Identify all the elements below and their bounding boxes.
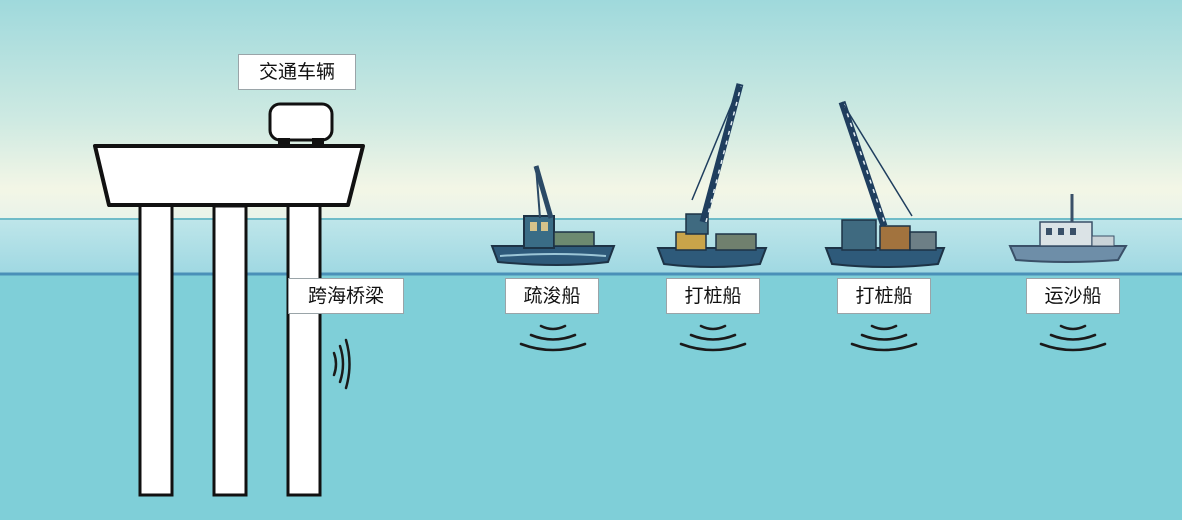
bridge-pier-1	[138, 201, 174, 497]
sand-carrier-ship-icon	[1008, 194, 1128, 263]
vehicle-label: 交通车辆	[238, 54, 356, 90]
sea	[0, 274, 1182, 520]
pile-driver-2-ship-icon	[824, 100, 946, 268]
bridge	[93, 144, 365, 497]
sand-carrier-label: 运沙船	[1026, 278, 1120, 314]
dredger-label: 疏浚船	[505, 278, 599, 314]
pile-driver-1-ship-icon	[656, 83, 768, 268]
pile-driver-1-sound-wave-icon	[679, 324, 747, 352]
sand-carrier-sound-wave-icon	[1039, 324, 1107, 352]
dredger-ship-icon	[490, 165, 616, 266]
pile-driver-2-label: 打桩船	[837, 278, 931, 314]
bridge-pier-2	[212, 204, 248, 497]
bridge-label: 跨海桥梁	[288, 278, 404, 314]
bridge-pier-3	[286, 203, 322, 497]
pile-driver-1-label: 打桩船	[666, 278, 760, 314]
dredger-sound-wave-icon	[519, 324, 587, 352]
bridge-sound-wave-icon	[332, 338, 351, 390]
vehicle-icon	[268, 102, 334, 144]
pile-driver-2-sound-wave-icon	[850, 324, 918, 352]
bridge-deck	[93, 144, 365, 207]
